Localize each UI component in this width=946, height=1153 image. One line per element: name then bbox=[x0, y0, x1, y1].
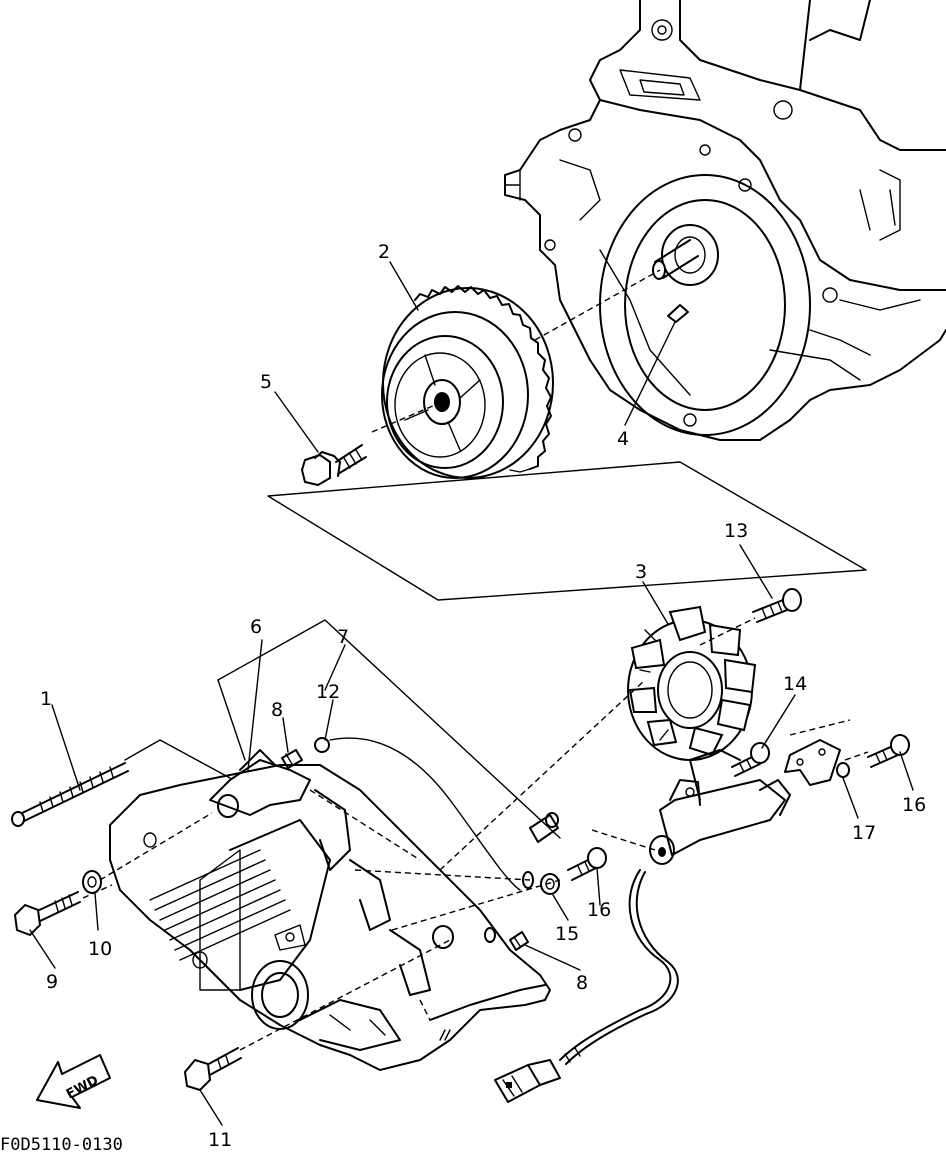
pin-right bbox=[484, 927, 496, 943]
part-label-2: 2 bbox=[378, 241, 390, 263]
part-label-8-upper: 8 bbox=[271, 699, 283, 721]
dowel-pin-part-8-upper bbox=[281, 749, 303, 769]
part-label-1: 1 bbox=[40, 688, 52, 710]
washer-part-10 bbox=[82, 870, 102, 894]
part-label-8-lower: 8 bbox=[576, 972, 588, 994]
part-label-5: 5 bbox=[260, 371, 272, 393]
fwd-arrow-icon: FWD bbox=[36, 1054, 111, 1109]
part-label-9: 9 bbox=[46, 971, 58, 993]
leader-lines bbox=[29, 261, 914, 1126]
part-label-16-right: 16 bbox=[902, 794, 926, 816]
generator-cover-part-6 bbox=[109, 749, 551, 1071]
part-label-12: 12 bbox=[316, 681, 340, 703]
flywheel-part-2 bbox=[381, 285, 554, 479]
screw-part-16-left bbox=[567, 847, 607, 881]
screw-part-16-right bbox=[867, 734, 910, 768]
bolt-part-9 bbox=[13, 891, 81, 937]
flywheel-bolt-part-5 bbox=[301, 444, 367, 486]
part-label-15: 15 bbox=[555, 923, 579, 945]
bolt-part-11 bbox=[183, 1047, 242, 1092]
pulser-and-wire-harness bbox=[494, 749, 791, 1103]
engine-crankcase bbox=[504, 0, 946, 441]
part-label-13: 13 bbox=[724, 520, 748, 542]
part-label-10: 10 bbox=[88, 938, 112, 960]
dowel-pin-part-8-lower bbox=[509, 931, 529, 951]
part-label-3: 3 bbox=[635, 561, 647, 583]
part-label-14: 14 bbox=[783, 673, 807, 695]
figure-code: F0D5110-0130 bbox=[0, 1135, 123, 1153]
screw-part-14 bbox=[731, 742, 770, 777]
part-label-16-left: 16 bbox=[587, 899, 611, 921]
fwd-label: FWD bbox=[64, 1073, 101, 1102]
part-label-7: 7 bbox=[337, 626, 349, 648]
stator-part-3 bbox=[627, 605, 757, 761]
collar-part-7 bbox=[529, 812, 559, 843]
assembly-lines bbox=[82, 269, 869, 1051]
bracket-part-17 bbox=[784, 739, 850, 786]
part-label-4: 4 bbox=[617, 428, 629, 450]
washer-right bbox=[522, 871, 534, 889]
part-label-17: 17 bbox=[852, 822, 876, 844]
part-number-labels: 2 5 4 13 3 6 7 12 14 1 8 16 17 16 15 10 … bbox=[40, 241, 926, 1151]
o-ring-part-12 bbox=[314, 737, 521, 891]
washer-part-15 bbox=[540, 873, 560, 895]
stator-screw-part-13 bbox=[752, 588, 802, 623]
part-label-6: 6 bbox=[250, 616, 262, 638]
part-label-11: 11 bbox=[208, 1129, 232, 1151]
long-bolt-part-1 bbox=[11, 762, 129, 827]
